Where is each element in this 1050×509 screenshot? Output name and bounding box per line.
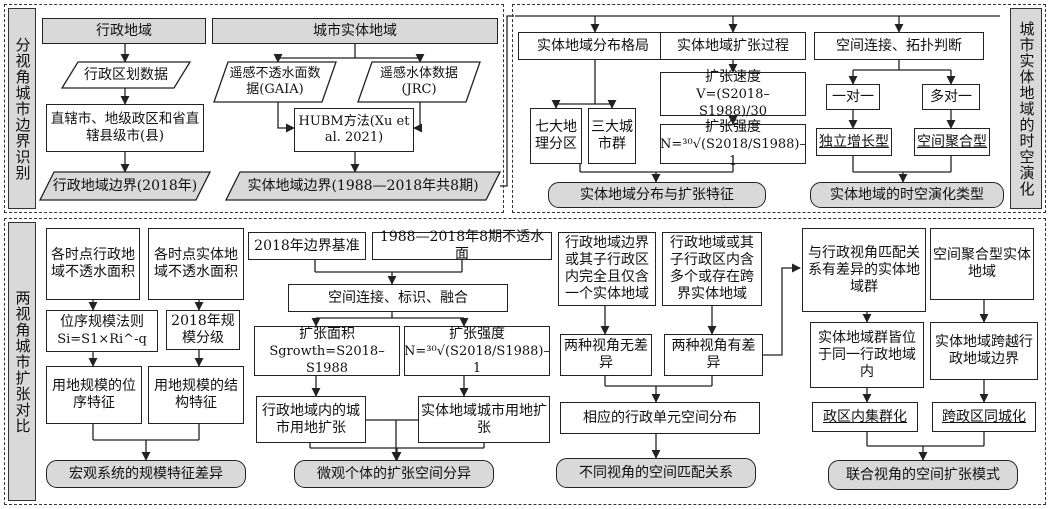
speed-title: 扩张速度 [705,68,761,85]
admin-boundary: 行政地域边界(2018年) [40,172,210,200]
pattern-box: 实体地域分布格局 [518,32,668,60]
independent-type: 独立增长型 [816,128,892,156]
admin-unit-dist-box: 相应的行政单元空间分布 [560,402,760,434]
intensity-formula: N=³⁰√(S2018/S1988)–1 [660,136,806,169]
rank-size-title: 位序规模法则 [60,314,144,330]
section-label-left-bottom: 两视角城市扩张对比 [8,222,36,501]
mismatch-group-box: 与行政视角匹配关系有差异的实体地域群 [802,228,926,312]
no-diff-box: 两种视角无差异 [560,334,652,376]
expansion-intensity-formula: N=³⁰√(S2018/S1988)–1 [404,343,550,376]
speed-box: 扩张速度 V=(S2018–S1988)/30 [660,68,806,119]
section-frame-expansion-comparison [4,218,1046,505]
admin-impervious-box: 各时点行政地域不透水面积 [46,228,140,300]
seven-regions-box: 七大地理分区 [530,108,582,164]
summary-evolution-type: 实体地域的时空演化类型 [810,182,1004,208]
admin-data-label: 行政区划数据 [84,66,168,83]
intra-cluster-box: 政区内集群化 [812,402,918,432]
summary-distribution: 实体地域分布与扩张特征 [548,182,766,208]
hubm-method: HUBM方法(Xu et al. 2021) [294,108,414,152]
within-admin-box: 实体地域群皆位于同一行政地域内 [810,322,924,388]
rank-size-box: 位序规模法则 Si=S1×Ri^-q [46,310,158,352]
diff-box: 两种视角有差异 [664,334,763,376]
gaia-data-label: 遥感不透水面数据(GAIA) [229,66,321,97]
urban-expansion-box: 实体地域城市用地扩张 [418,396,550,443]
urban-impervious-box: 各时点实体地域不透水面积 [148,228,244,300]
macro-summary: 宏观系统的规模特征差异 [46,460,246,488]
cross-admin-box: 实体地域跨越行政地域边界 [930,322,1038,380]
three-clusters-box: 三大城市群 [588,108,636,164]
scale-grading-box: 2018年规模分级 [166,310,240,350]
admin-boundary-label: 行政地域边界(2018年) [52,177,198,194]
aggregation-type-box: 空间聚合型实体地域 [930,228,1034,300]
section-label-left-top: 分视角城市边界识别 [8,8,36,209]
joint-summary: 联合视角的空间扩张模式 [828,460,1018,490]
match-summary: 不同视角的空间匹配关系 [556,458,756,488]
structure-features-box: 用地规模的结构特征 [148,366,244,424]
admin-expansion-box: 行政地域内的城市用地扩张 [256,396,366,443]
gaia-data: 遥感不透水面数据(GAIA) [214,62,336,102]
many-to-one-box: 多对一 [922,84,980,110]
spatial-join-box: 空间连接、标识、融合 [288,284,508,312]
urban-boundary: 实体地域边界(1988—2018年共8期) [226,172,500,200]
multiple-box: 行政地域或其子行政区内含多个或存在跨界实体地域 [662,232,762,306]
process-box: 实体地域扩张过程 [660,32,806,60]
rank-size-formula: Si=S1×Ri^-q [57,332,147,347]
micro-summary: 微观个体的扩张空间分异 [294,460,494,488]
inter-integration-box: 跨政区同城化 [932,402,1036,432]
expansion-area-formula: Sgrowth=S2018–S1988 [269,343,385,376]
section-frame-temporal-evolution [512,4,1046,213]
admin-data: 行政区划数据 [62,62,190,88]
speed-formula: V=(S2018–S1988)/30 [696,86,770,119]
expansion-area-box: 扩张面积 Sgrowth=S2018–S1988 [254,326,400,376]
admin-header: 行政地域 [42,18,206,44]
aggregation-type: 空间聚合型 [914,128,990,156]
intensity-title: 扩张强度 [705,118,761,135]
urban-header: 城市实体地域 [212,18,498,44]
impervious-8-box: 1988—2018年8期不透水面 [372,229,552,262]
expansion-intensity-title: 扩张强度 [449,325,505,342]
expansion-intensity-box: 扩张强度 N=³⁰√(S2018/S1988)–1 [404,326,550,376]
jrc-data-label: 遥感水体数据(JRC) [379,66,458,97]
one-to-one-box: 一对一 [826,84,880,110]
intensity-box: 扩张强度 N=³⁰√(S2018/S1988)–1 [660,119,806,169]
section-frame-boundary-identification [4,4,504,213]
jrc-data: 遥感水体数据(JRC) [358,62,480,102]
urban-boundary-label: 实体地域边界(1988—2018年共8期) [247,177,479,194]
admin-units: 直辖市、地级政区和省直辖县级市(县) [46,104,204,152]
section-label-right-top: 城市实体地域的时空演化 [1010,8,1042,209]
rank-features-box: 用地规模的位序特征 [46,366,142,424]
expansion-area-title: 扩张面积 [299,325,355,342]
boundary-2018-box: 2018年边界基准 [248,232,366,260]
only-one-box: 行政地域边界或其子行政区内完全且仅含一个实体地域 [558,232,656,306]
topology-box: 空间连接、拓扑判断 [814,32,984,60]
